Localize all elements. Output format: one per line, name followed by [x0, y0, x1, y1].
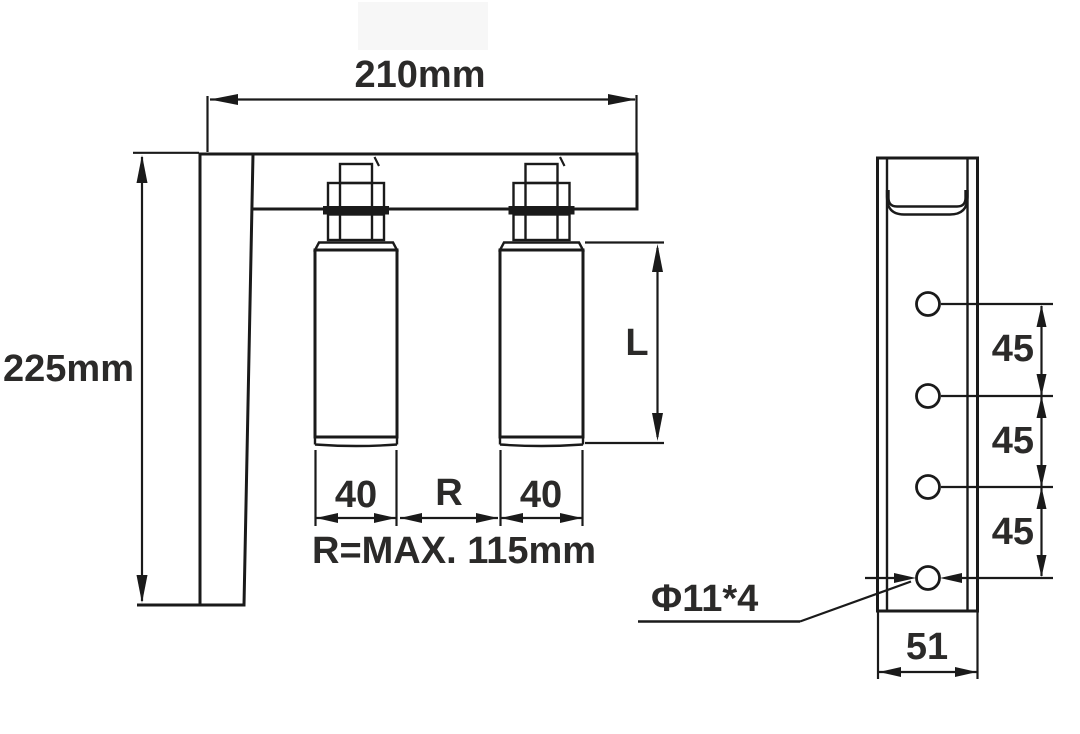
arrowhead	[136, 155, 148, 183]
roller-rim	[498, 437, 585, 448]
arrowhead	[652, 413, 663, 441]
bolt-assembly-right	[508, 156, 575, 242]
washer	[323, 206, 389, 215]
arrowhead	[1036, 465, 1047, 487]
channel-slot-bottom-inner	[887, 190, 967, 208]
side-view: 45 45 45 Φ11*4 51	[638, 156, 1053, 679]
roller-left	[313, 241, 399, 448]
nut-lower	[326, 213, 386, 242]
arrowhead	[955, 667, 977, 677]
arrowhead	[374, 513, 396, 523]
dim-L-label: L	[625, 322, 648, 364]
hole-2	[915, 383, 941, 409]
nut-upper	[512, 181, 571, 210]
arrowhead	[1036, 396, 1047, 418]
gap-note-label: R=MAX. 115mm	[312, 530, 596, 572]
bracket-plate	[198, 152, 255, 607]
dim-45-label-1: 45	[992, 328, 1034, 370]
arrowhead	[879, 667, 901, 677]
dim-210mm: 210mm	[206, 54, 638, 153]
bolt-assembly-left	[323, 156, 389, 242]
nut-lower	[512, 213, 571, 242]
channel-body	[876, 156, 979, 613]
thread-tick	[559, 156, 566, 167]
dim-51: 51	[876, 611, 979, 679]
leader-line	[799, 580, 912, 623]
dim-45-label-3: 45	[992, 511, 1034, 553]
bolt-tip	[524, 162, 559, 185]
roller-body	[498, 248, 585, 439]
roller-body	[313, 248, 399, 439]
arrowhead	[1036, 374, 1047, 396]
hole-4	[915, 565, 941, 591]
arrowhead	[476, 513, 498, 523]
arrowhead	[608, 94, 636, 105]
dim-R-label: R	[435, 472, 462, 514]
nut-upper	[326, 181, 386, 210]
arrowhead	[136, 575, 148, 603]
top-bar	[200, 152, 639, 211]
arrowhead	[1036, 555, 1047, 577]
hole-1	[915, 291, 941, 317]
front-view: 210mm 225mm	[3, 54, 664, 607]
arrowhead	[1036, 487, 1047, 509]
hole-spec-label: Φ11*4	[651, 578, 758, 620]
hole-3	[915, 474, 941, 500]
roller-rim	[313, 437, 399, 448]
arrowhead	[210, 94, 238, 105]
arrowhead	[316, 513, 338, 523]
washer	[508, 206, 575, 215]
dim-225mm: 225mm	[3, 151, 199, 603]
arrowhead	[400, 513, 422, 523]
thread-tick	[373, 156, 380, 167]
dim-40-right-label: 40	[520, 474, 562, 516]
arrowhead	[560, 513, 582, 523]
arrowhead	[652, 244, 663, 272]
arrowhead	[894, 573, 916, 583]
channel-slot-bottom-outer	[885, 190, 969, 216]
dim-225mm-label: 225mm	[3, 348, 134, 390]
dim-51-label: 51	[906, 626, 948, 668]
roller-right	[498, 241, 585, 448]
dim-L: L	[585, 241, 664, 445]
arrowhead	[501, 513, 523, 523]
dim-roller-widths: 40 R 40 R=MAX. 115mm	[312, 450, 596, 572]
dim-40-left-label: 40	[335, 474, 377, 516]
hole-spec-callout: Φ11*4	[638, 573, 1053, 623]
arrowhead	[1036, 305, 1047, 327]
arrowhead	[940, 573, 962, 583]
dim-210mm-label: 210mm	[355, 54, 486, 96]
dim-45-label-2: 45	[992, 420, 1034, 462]
bolt-tip	[338, 162, 374, 185]
watermark-area	[358, 2, 488, 50]
dim-hole-spacing-chain: 45 45 45	[992, 305, 1047, 577]
